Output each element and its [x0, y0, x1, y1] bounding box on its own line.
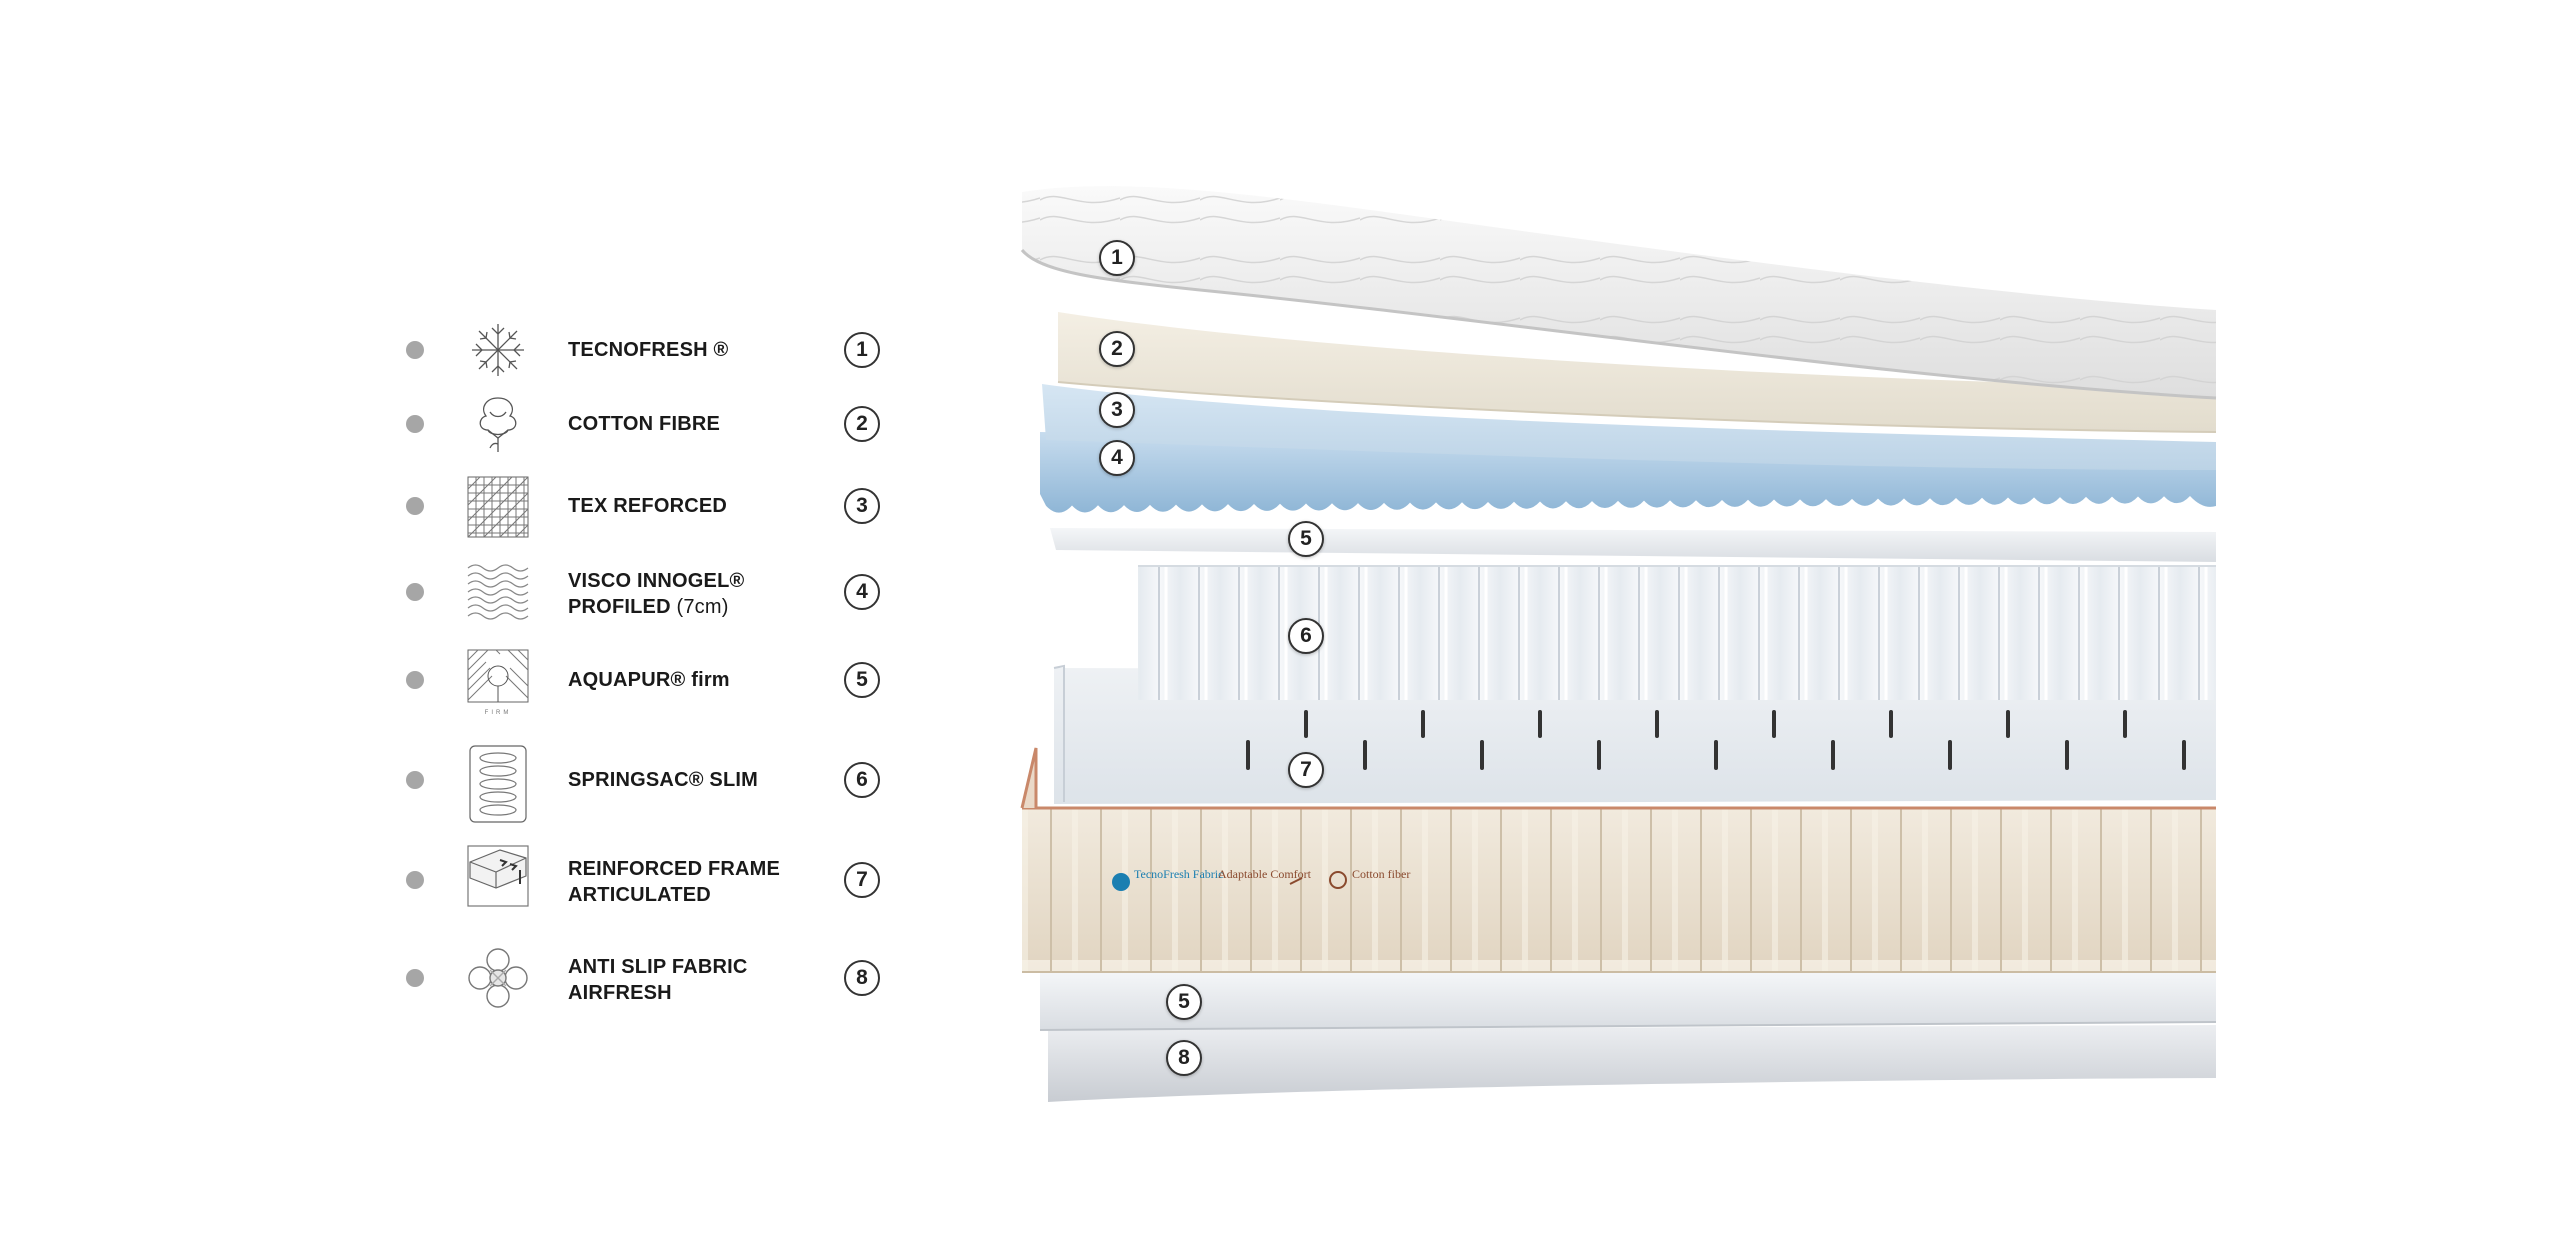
callout-number-2: 2 [1099, 331, 1135, 367]
bullet-dot [406, 415, 424, 433]
callout-number-3: 3 [1099, 392, 1135, 428]
side-panel [1022, 808, 2216, 972]
legend-number-badge: 3 [844, 488, 880, 524]
aquapur-foam-layer [1050, 528, 2216, 562]
frame-corner-icon [466, 844, 530, 908]
bullet-dot [406, 583, 424, 601]
wave-lines-icon [466, 560, 530, 624]
cotton-fiber-logo-icon: Cotton fiber [1329, 867, 1410, 889]
legend-row-2: COTTON FIBRE 2 [0, 384, 960, 464]
bullet-dot [406, 671, 424, 689]
pocket-spring-icon [466, 744, 530, 824]
bullet-dot [406, 871, 424, 889]
legend-number-badge: 5 [844, 662, 880, 698]
reinforced-frame-layer [1054, 668, 2216, 804]
legend-label: SPRINGSAC® SLIM [568, 769, 758, 791]
side-panel-logos: TecnoFresh Fabric Adaptable Comfort Cott… [1112, 867, 1410, 891]
legend-label: TECNOFRESH ® [568, 339, 729, 361]
legend-label: VISCO INNOGEL® PROFILED (7cm) [568, 570, 745, 618]
logo-text-2: Adaptable Comfort [1218, 867, 1312, 881]
layer-legend: TECNOFRESH ® 1 COTTON FIBRE 2 [0, 0, 960, 1248]
bottom-foam-layer [1040, 972, 2216, 1030]
legend-number-badge: 8 [844, 960, 880, 996]
bullet-dot [406, 497, 424, 515]
legend-label: AQUAPUR® firm [568, 669, 730, 691]
callout-number-1: 1 [1099, 240, 1135, 276]
woven-texture-icon [466, 475, 530, 539]
legend-row-3: TEX REFORCED 3 [0, 466, 960, 546]
legend-label: COTTON FIBRE [568, 413, 721, 435]
legend-number-badge: 1 [844, 332, 880, 368]
cotton-fibre-layer [1058, 312, 2216, 432]
bullet-dot [406, 341, 424, 359]
foam-firm-icon [466, 648, 530, 712]
legend-row-4: VISCO INNOGEL® PROFILED (7cm) 4 [0, 552, 960, 632]
callout-number-5: 5 [1288, 521, 1324, 557]
legend-row-7: REINFORCED FRAME ARTICULATED 7 [0, 840, 960, 920]
callout-number-8: 8 [1166, 1040, 1202, 1076]
bullet-dot [406, 969, 424, 987]
adaptable-comfort-logo-icon: Adaptable Comfort [1218, 867, 1312, 885]
legend-number-badge: 2 [844, 406, 880, 442]
legend-row-5: FIRM AQUAPUR® firm 5 [0, 640, 960, 720]
snowflake-icon [466, 318, 530, 382]
logo-text-3: Cotton fiber [1352, 867, 1410, 881]
legend-number-badge: 6 [844, 762, 880, 798]
cotton-flower-icon [466, 390, 530, 454]
callout-number-5-bottom: 5 [1166, 984, 1202, 1020]
bullet-dot [406, 771, 424, 789]
tecnofresh-logo-icon: TecnoFresh Fabric [1112, 867, 1223, 891]
tex-reinforced-layer [1042, 384, 2216, 470]
logo-text-1: TecnoFresh Fabric [1134, 867, 1223, 881]
quatrefoil-fabric-icon [466, 946, 530, 1010]
legend-label: ANTI SLIP FABRIC AIRFRESH [568, 956, 748, 1004]
legend-row-1: TECNOFRESH ® 1 [0, 310, 960, 390]
anti-slip-base-layer [1048, 1025, 2216, 1102]
callout-number-6: 6 [1288, 618, 1324, 654]
callout-number-4: 4 [1099, 440, 1135, 476]
frame-clips [1246, 710, 2186, 770]
firm-caption: FIRM [484, 710, 512, 716]
callout-number-7: 7 [1288, 752, 1324, 788]
legend-label: TEX REFORCED [568, 495, 728, 517]
visco-gel-layer [1040, 432, 2216, 513]
legend-row-8: ANTI SLIP FABRIC AIRFRESH 8 [0, 938, 960, 1018]
legend-number-badge: 7 [844, 862, 880, 898]
legend-label: REINFORCED FRAME ARTICULATED [568, 858, 781, 906]
legend-number-badge: 4 [844, 574, 880, 610]
quilted-top-layer [1022, 186, 2216, 398]
legend-row-6: SPRINGSAC® SLIM 6 [0, 740, 960, 823]
